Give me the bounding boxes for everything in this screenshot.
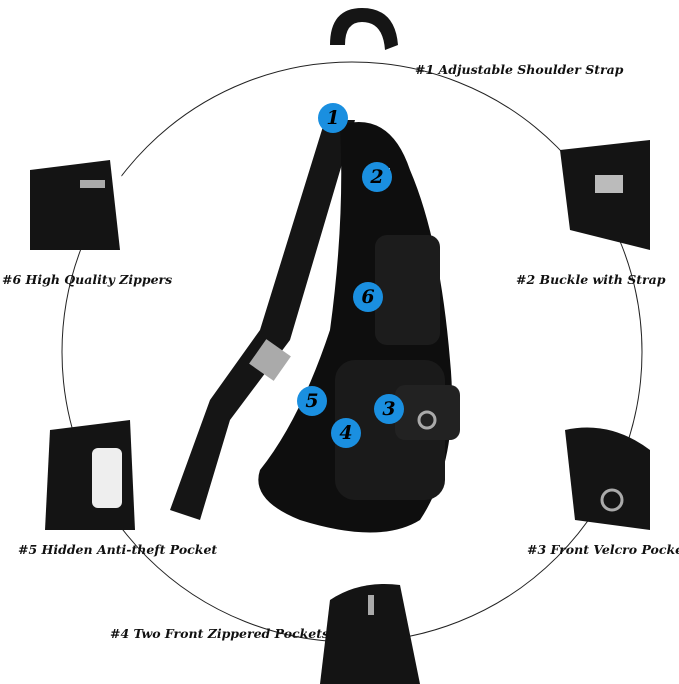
zipper-detail-image [15,140,125,250]
feature-badge-6: 6 [353,282,383,312]
feature-badge-3: 3 [374,394,404,424]
feature-badge-1: 1 [318,103,348,133]
strap-slider [249,339,291,381]
shoulder-strap [170,120,355,520]
label-zippers: #6 High Quality Zippers [2,272,173,287]
label-velcro-pocket: #3 Front Velcro Pocket [527,542,679,557]
label-anti-theft-pocket: #5 Hidden Anti-theft Pocket [18,542,218,557]
label-buckle: #2 Buckle with Strap [516,272,666,287]
feature-badge-4: 4 [331,418,361,448]
label-zippered-pockets: #4 Two Front Zippered Pockets [110,626,330,641]
label-shoulder-strap: #1 Adjustable Shoulder Strap [415,62,624,77]
pockets-detail-image [320,584,420,684]
velcro-detail-image [565,427,650,530]
feature-badge-2: 2 [362,162,392,192]
upper-pocket [375,235,440,345]
buckle-detail-image [560,140,650,250]
anti-theft-detail-image [45,420,135,530]
strap-detail-image [330,8,398,50]
feature-badge-5: 5 [297,386,327,416]
